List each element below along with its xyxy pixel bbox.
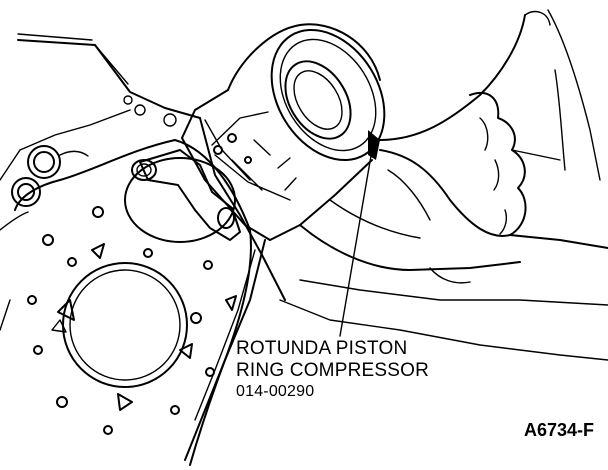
callout-part-number: 014-00290 (236, 383, 315, 400)
cylinder-bore-lower (62, 262, 188, 388)
palm-on-piston (299, 199, 521, 284)
connecting-rod (131, 149, 241, 241)
head-gasket (0, 95, 252, 466)
callout-line-1: ROTUNDA PISTON (236, 338, 408, 359)
callout-leader-line (339, 149, 373, 337)
callout-line-2: RING COMPRESSOR (236, 360, 430, 381)
callout-label: ROTUNDA PISTON RING COMPRESSOR 014-00290 (236, 338, 429, 402)
compressor-top-opening (270, 28, 386, 162)
lower-block-edge (279, 279, 608, 361)
spark-plug-bosses (11, 145, 89, 207)
ring-compressor-tool (181, 23, 386, 241)
piston-crown (284, 60, 352, 140)
cylinder-bore-upper (124, 157, 236, 243)
figure-id: A6734-F (523, 420, 594, 440)
technician-hand (379, 9, 608, 249)
